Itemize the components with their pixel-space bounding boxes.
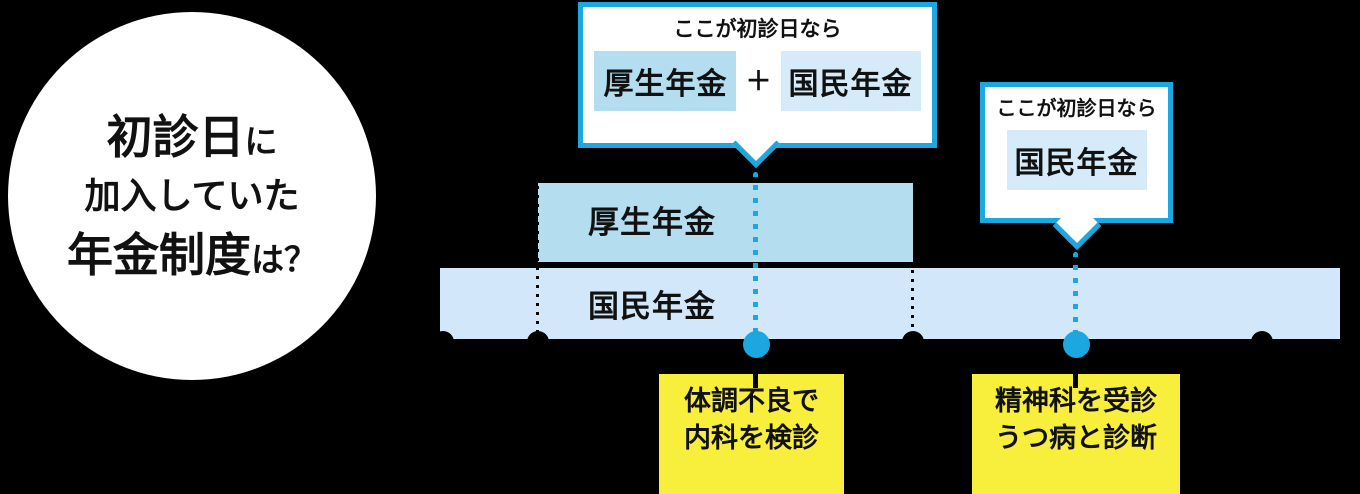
- timeline-dot-start: [432, 331, 454, 353]
- plus-icon: ＋: [745, 66, 772, 96]
- timeline-dot-kosei-end: [902, 331, 924, 353]
- dotted-line-kosei-start: [536, 186, 539, 338]
- question-line-3: 年金制度は？: [67, 232, 317, 278]
- kosei-nenkin-bar: [538, 183, 913, 262]
- kokumin-nenkin-bar: [440, 268, 1340, 344]
- bubble-2-row: 国民年金: [1006, 130, 1147, 190]
- kosei-bar-label: 厚生年金: [588, 205, 716, 240]
- bubble-1-kosei-box: 厚生年金: [594, 51, 737, 111]
- timeline-dot-first-visit-1: [743, 331, 770, 358]
- event-connector-2: [1073, 344, 1078, 388]
- event-1-line-2: 内科を検診: [684, 422, 819, 453]
- event-connector-1: [753, 344, 758, 388]
- question-line-3-suffix: は？: [251, 241, 317, 278]
- kokumin-bar-label: 国民年金: [588, 289, 716, 324]
- bubble-2-title: ここが初診日なら: [996, 98, 1157, 120]
- dotted-line-kosei-end: [911, 270, 914, 338]
- question-line-1-main: 初診日: [106, 111, 245, 163]
- question-line-3-main: 年金制度: [67, 229, 251, 281]
- event-box-naika: 体調不良で 内科を検診: [659, 374, 844, 494]
- dotted-line-first-visit-1: [753, 172, 758, 338]
- timeline-baseline: [436, 339, 1344, 344]
- timeline-dot-kosei-start: [527, 331, 549, 353]
- question-line-1: 初診日に: [107, 114, 278, 160]
- question-line-2: 加入していた: [84, 175, 300, 216]
- event-2-line-2: うつ病と診断: [995, 422, 1157, 453]
- question-line-1-suffix: に: [244, 123, 278, 160]
- timeline-dot-first-visit-2: [1063, 331, 1090, 358]
- question-circle: 初診日に 加入していた 年金制度は？: [8, 12, 376, 380]
- event-1-line-1: 体調不良で: [684, 386, 819, 416]
- bubble-1-row: 厚生年金 ＋ 国民年金: [594, 51, 921, 111]
- bubble-2-kokumin-box: 国民年金: [1006, 130, 1147, 190]
- bubble-1-kokumin-box: 国民年金: [780, 51, 921, 111]
- dotted-line-first-visit-2: [1073, 252, 1078, 338]
- event-box-seishinka: 精神科を受診 うつ病と診断: [972, 374, 1180, 494]
- event-2-line-1: 精神科を受診: [995, 386, 1157, 416]
- timeline-dot-end: [1251, 331, 1273, 353]
- bubble-1-title: ここが初診日なら: [673, 18, 842, 41]
- bubble-kokumin-only: ここが初診日なら 国民年金: [980, 82, 1173, 223]
